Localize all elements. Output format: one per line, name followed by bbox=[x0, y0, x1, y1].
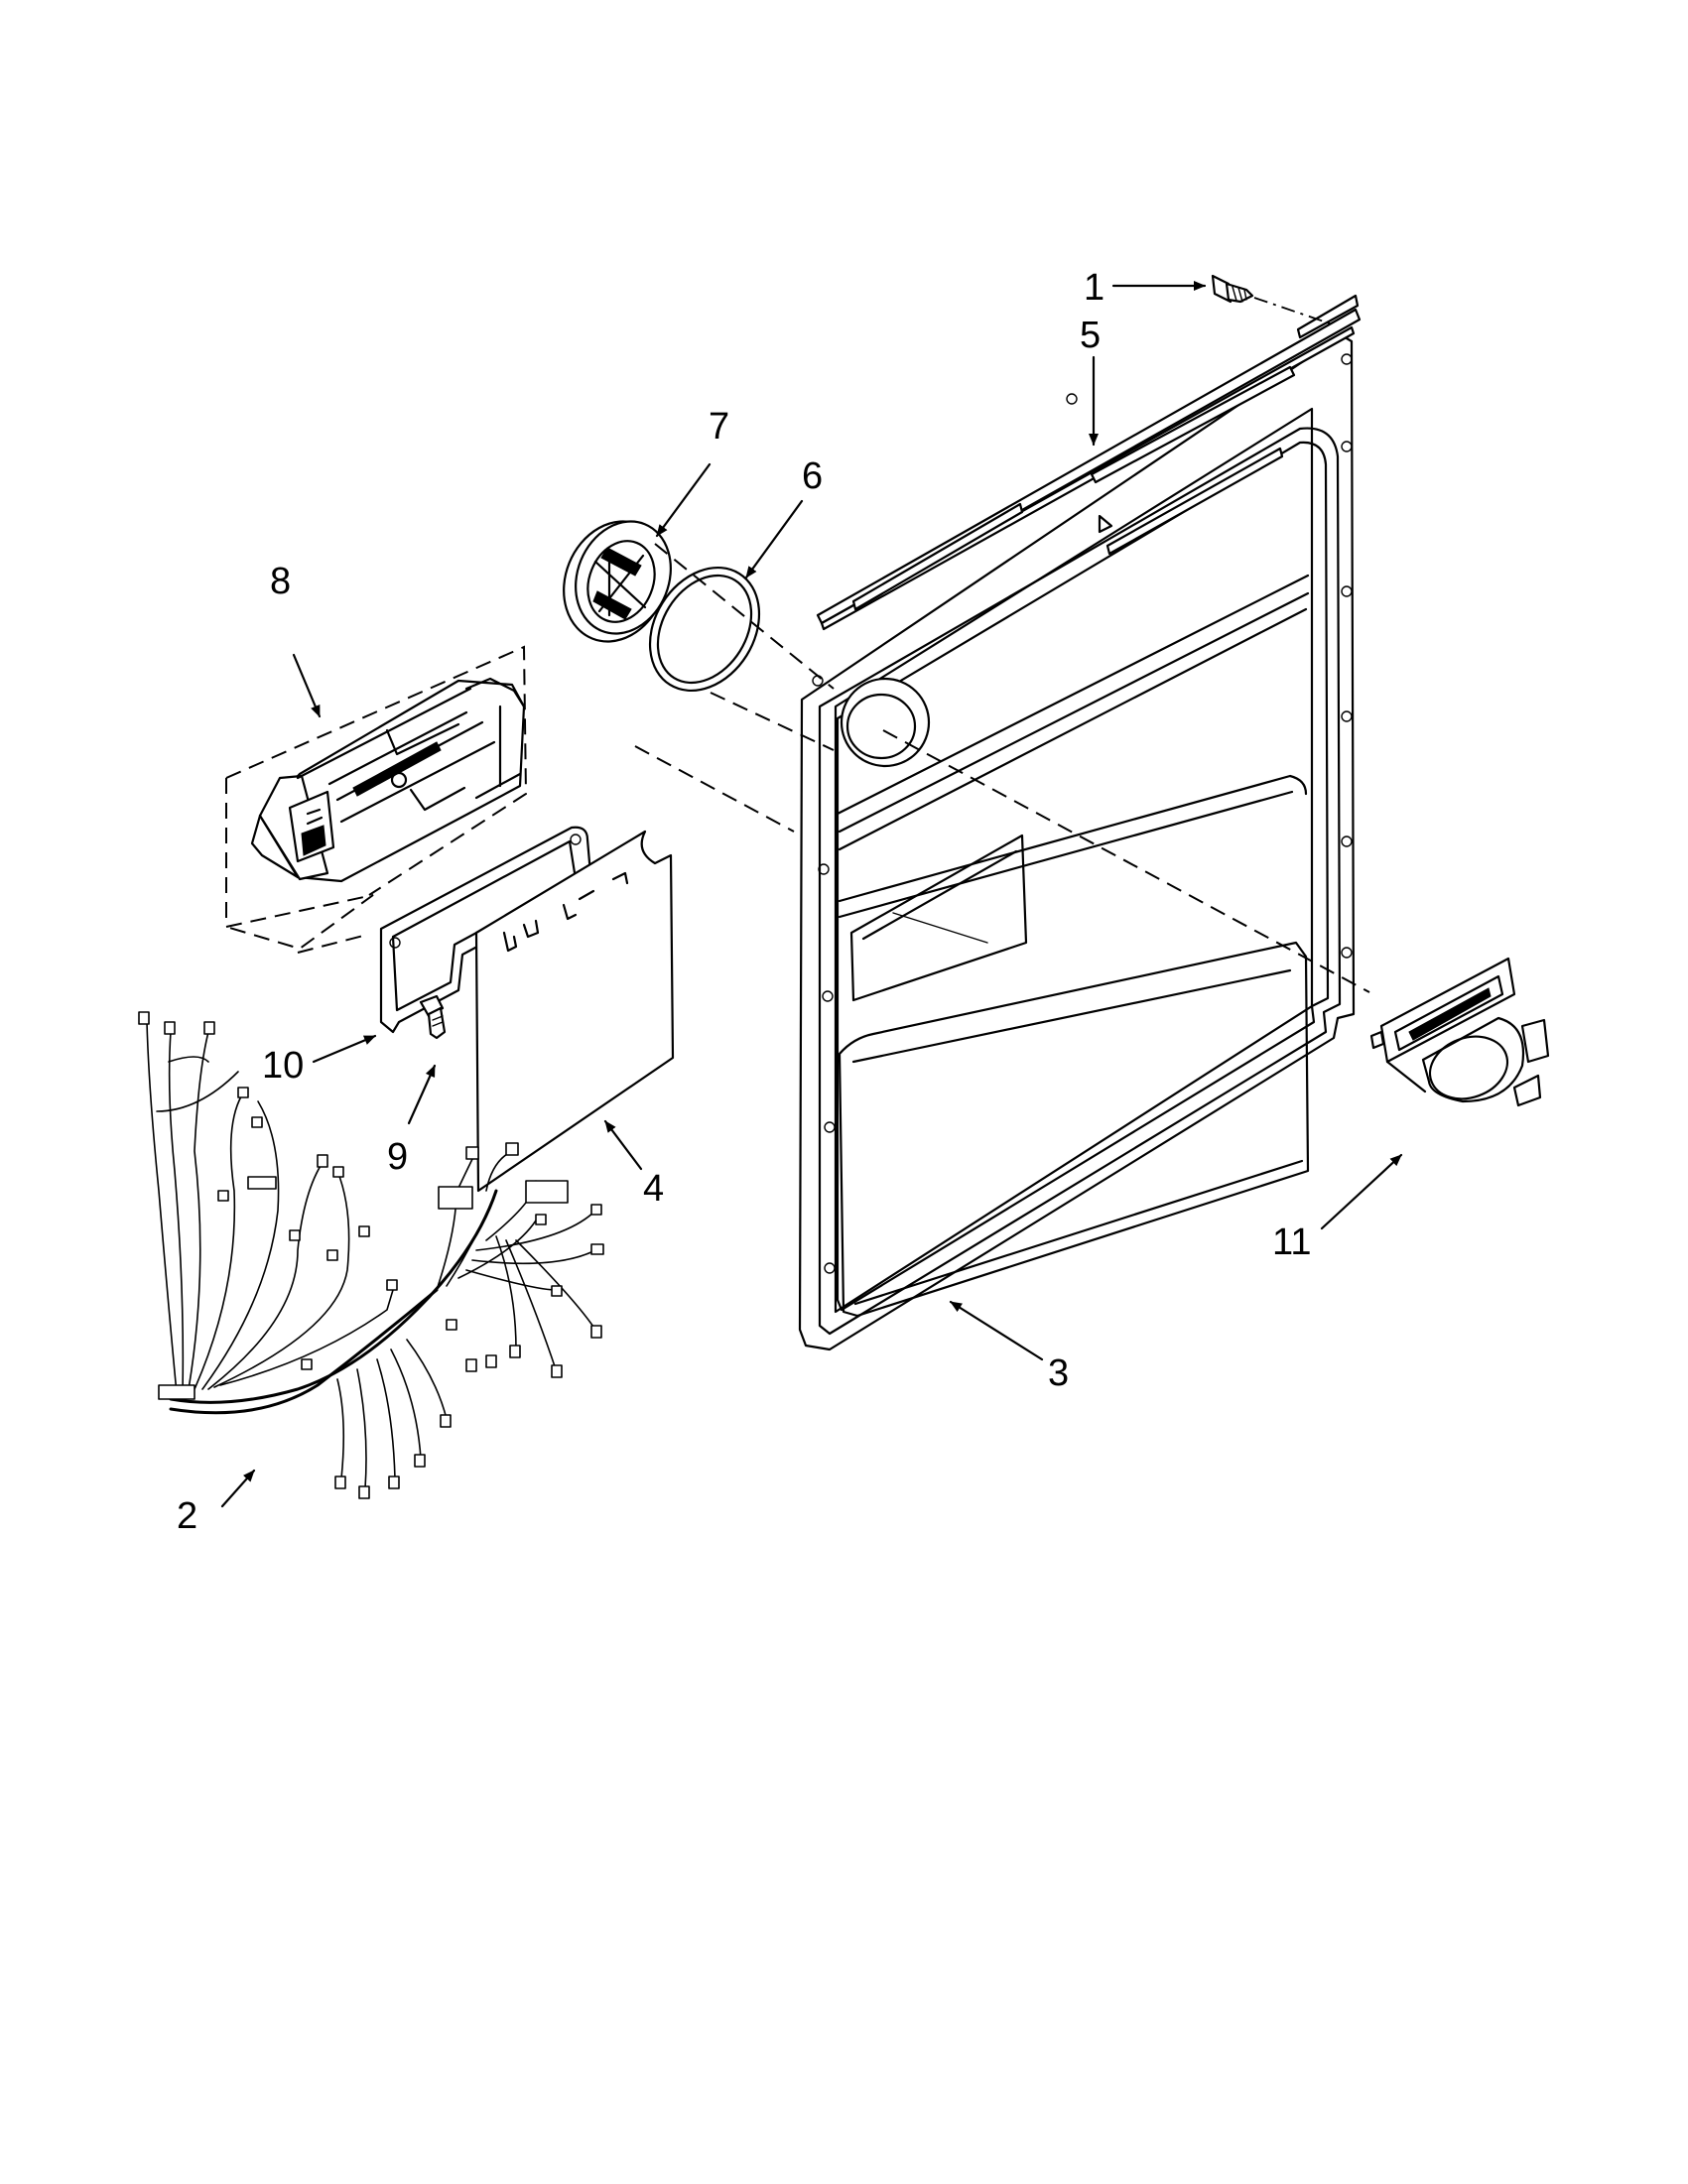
part-7-vent-cap bbox=[563, 520, 672, 643]
part-11-sensor bbox=[1369, 957, 1550, 1107]
callout-9: 9 bbox=[387, 1136, 408, 1178]
callout-7: 7 bbox=[709, 406, 729, 448]
part-3-inner-door bbox=[798, 333, 1356, 1351]
callout-11: 11 bbox=[1272, 1221, 1311, 1263]
callout-3: 3 bbox=[1048, 1352, 1069, 1394]
part-5-top-strip bbox=[816, 294, 1362, 631]
part-1-screw bbox=[1211, 274, 1254, 304]
callout-5: 5 bbox=[1080, 315, 1101, 356]
part-6-gasket bbox=[648, 566, 761, 693]
callout-2: 2 bbox=[177, 1495, 197, 1537]
callout-labels: 1 2 3 4 5 6 7 8 9 10 11 bbox=[177, 267, 1311, 1537]
part-8-control-assembly bbox=[225, 645, 528, 951]
part-4-insulation bbox=[474, 830, 675, 1193]
callout-10: 10 bbox=[262, 1045, 304, 1087]
part-2-wire-harness bbox=[138, 1011, 604, 1499]
part-9-screw bbox=[419, 994, 447, 1040]
callout-4: 4 bbox=[643, 1168, 664, 1210]
callout-8: 8 bbox=[270, 561, 291, 602]
callout-6: 6 bbox=[802, 455, 823, 497]
callout-1: 1 bbox=[1084, 267, 1104, 309]
leader-lines bbox=[220, 281, 1403, 1508]
